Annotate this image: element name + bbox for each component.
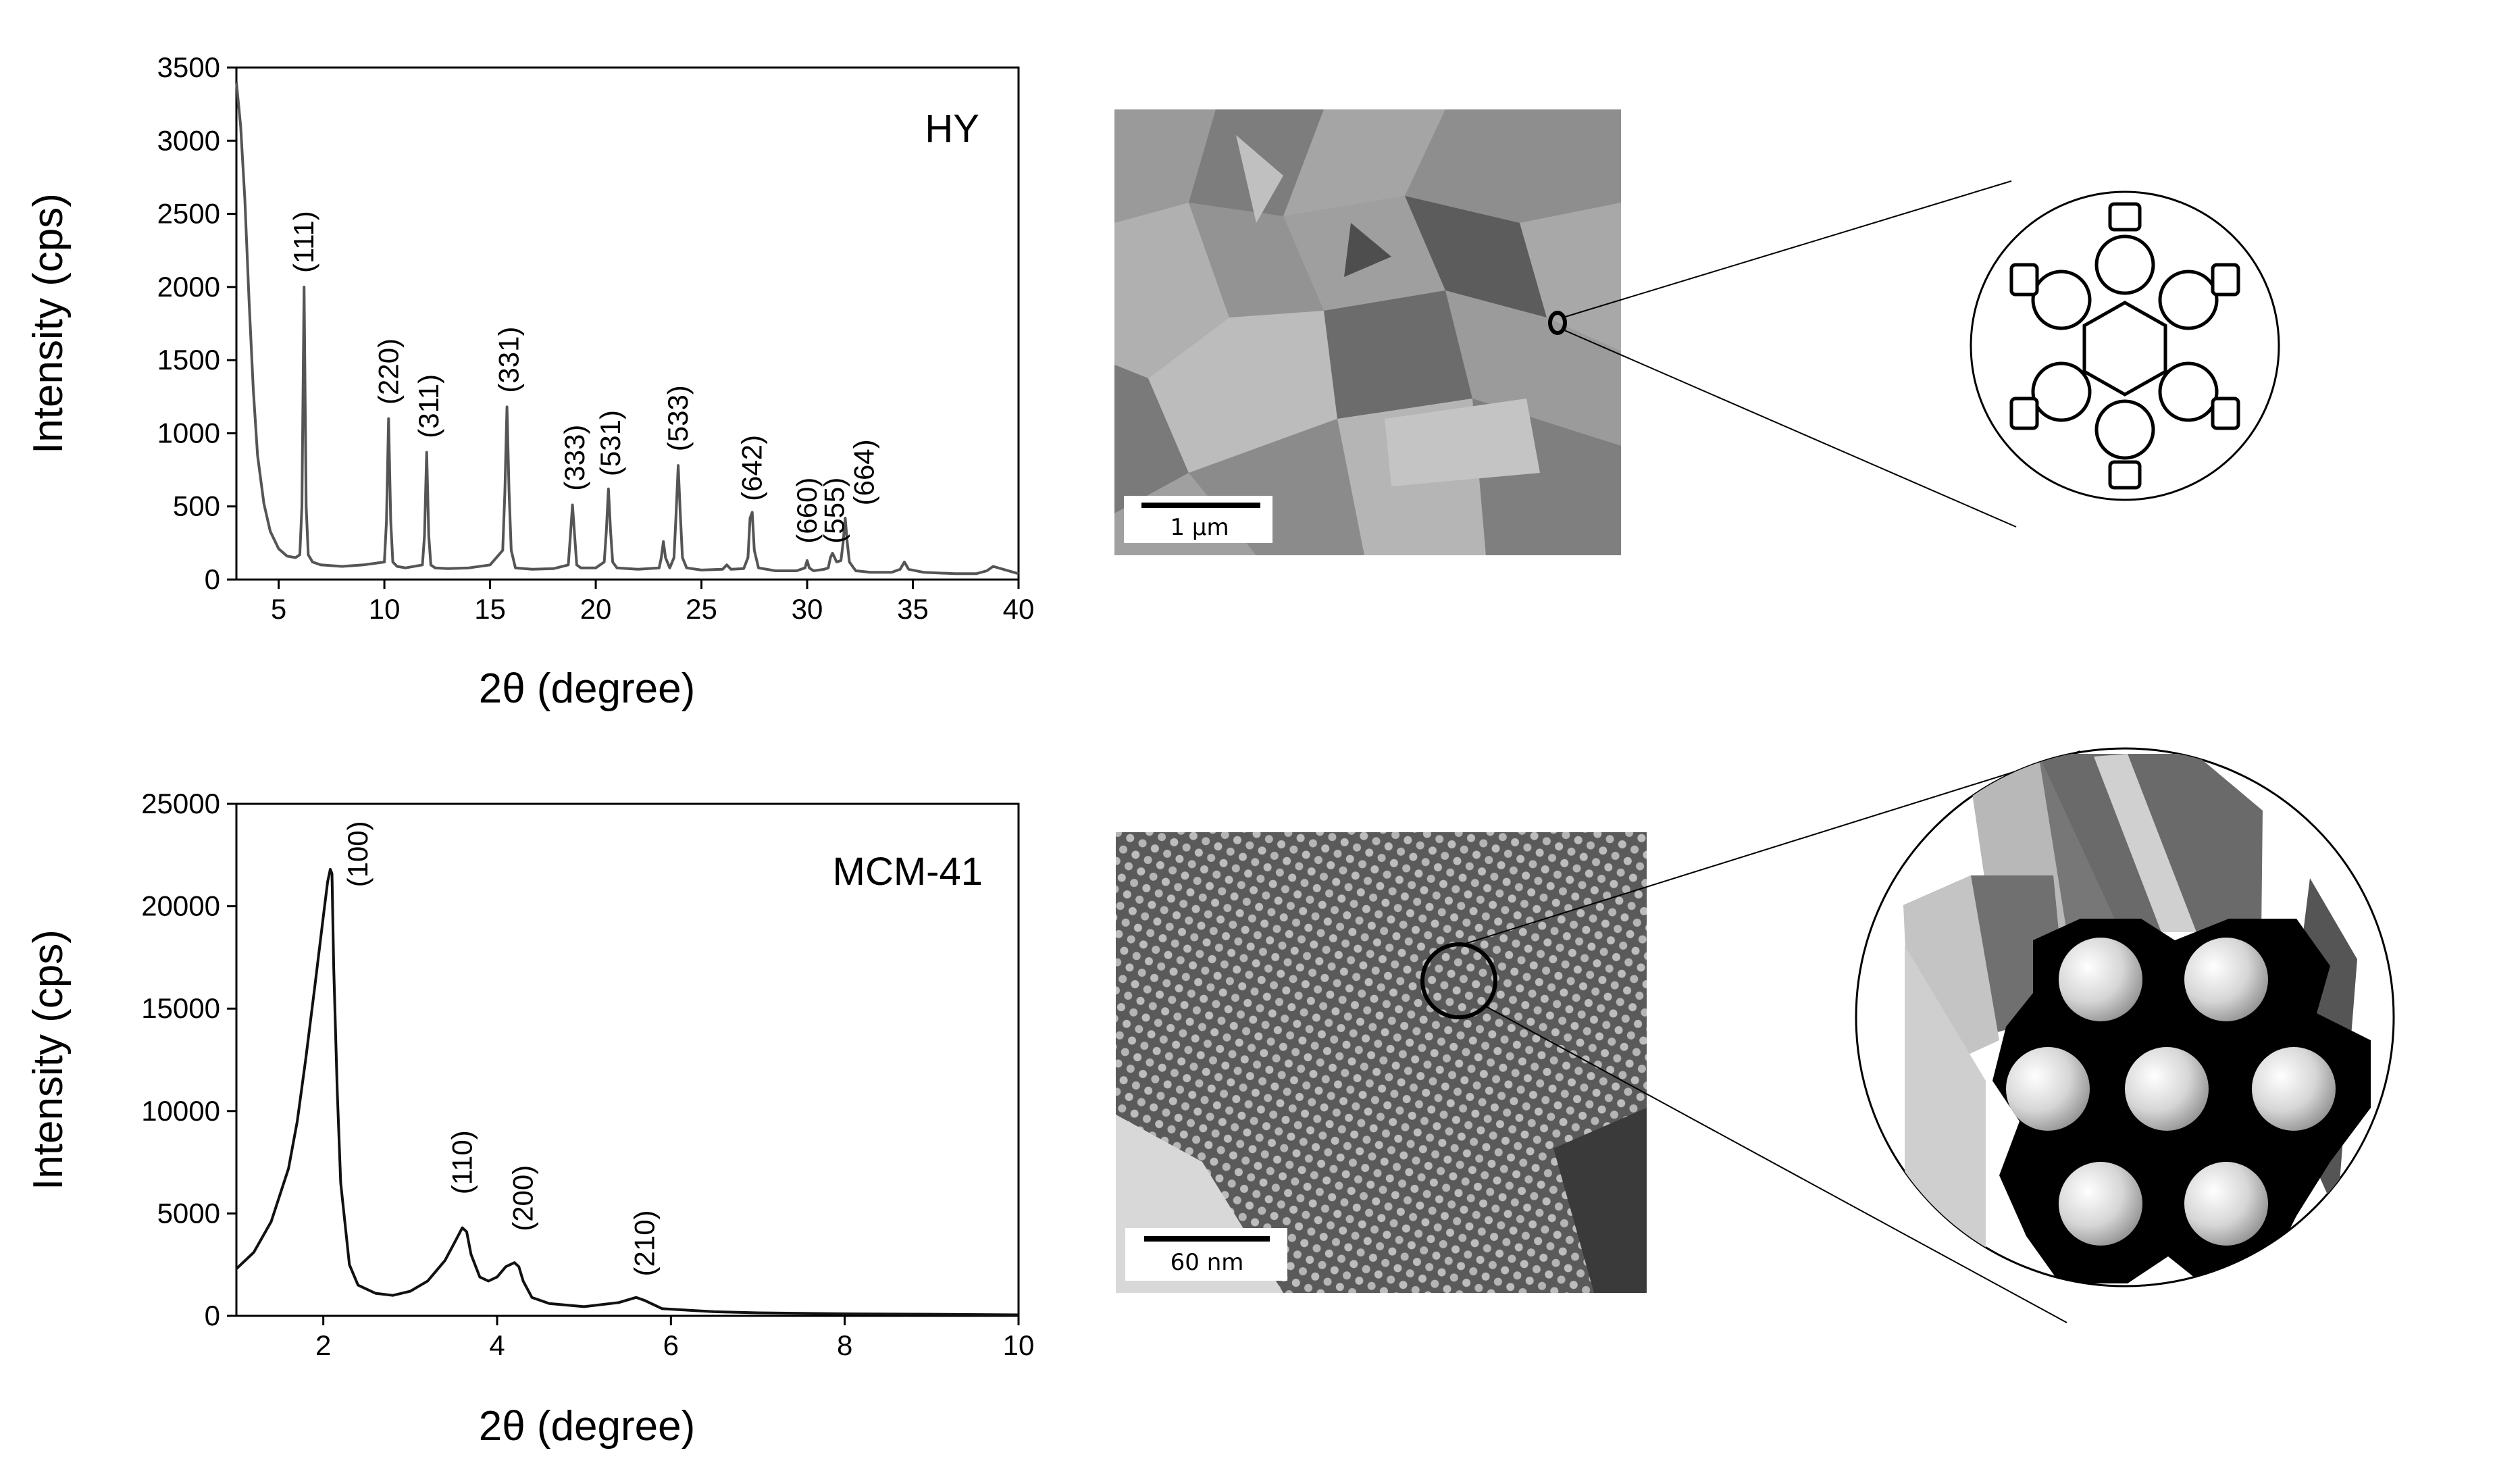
peak-label: (331) bbox=[493, 327, 525, 393]
y-tick-label: 2000 bbox=[157, 271, 220, 303]
y-tick-label: 1500 bbox=[157, 344, 220, 376]
x-tick-label: 5 bbox=[271, 593, 286, 625]
x-tick-label: 15 bbox=[474, 593, 506, 625]
y-tick-label: 2500 bbox=[157, 198, 220, 230]
y-tick-label: 0 bbox=[205, 1300, 220, 1331]
peak-label: (311) bbox=[413, 374, 444, 438]
hexagonal-pore-schematic-icon bbox=[1903, 754, 2371, 1283]
peak-label: (333) bbox=[559, 425, 590, 491]
peak-label: (100) bbox=[342, 821, 374, 887]
peak-label: (531) bbox=[594, 410, 626, 476]
tem-scale-bar bbox=[1144, 1236, 1270, 1242]
plot-frame bbox=[235, 66, 1020, 581]
sem-scale-bar bbox=[1141, 503, 1260, 508]
sem-crystal-facets bbox=[1114, 109, 1621, 555]
plot-frame bbox=[235, 802, 1020, 1317]
panel-label: MCM-41 bbox=[833, 850, 983, 894]
x-axis-label: 2θ (degree) bbox=[479, 1403, 696, 1450]
peak-label: (110) bbox=[446, 1130, 478, 1194]
x-tick-label: 6 bbox=[663, 1329, 679, 1361]
y-tick-label: 1000 bbox=[157, 417, 220, 449]
peak-label: (555) bbox=[819, 478, 850, 544]
y-tick-label: 5000 bbox=[157, 1197, 220, 1229]
x-tick-label: 10 bbox=[369, 593, 401, 625]
hy-xrd-chart: 5 10 15 20 25 30 35 40 0 500 1000 1500 2000 2500 3000 3… bbox=[25, 51, 1034, 712]
series-line bbox=[235, 82, 1019, 576]
hy-zoom-callout bbox=[1548, 180, 2280, 528]
x-tick-label: 20 bbox=[580, 593, 612, 625]
y-tick-label: 15000 bbox=[141, 992, 220, 1024]
mcm41-xrd-chart: 2 4 6 8 10 0 5000 10000 15000 20000 25000 2θ (degre… bbox=[25, 788, 1034, 1450]
x-tick-label: 40 bbox=[1003, 593, 1035, 625]
tem-micrograph: 60 nm bbox=[1116, 832, 1647, 1293]
y-tick-label: 20000 bbox=[141, 890, 220, 922]
series-line bbox=[235, 868, 1019, 1317]
x-axis-label: 2θ (degree) bbox=[479, 665, 696, 712]
sem-scale-label: 1 µm bbox=[1170, 514, 1229, 541]
peak-label: (533) bbox=[662, 385, 694, 451]
x-tick-label: 35 bbox=[897, 593, 929, 625]
tem-scale-label: 60 nm bbox=[1171, 1249, 1244, 1276]
y-tick-label: 500 bbox=[173, 490, 220, 522]
x-tick-label: 8 bbox=[837, 1329, 852, 1361]
x-tick-label: 30 bbox=[792, 593, 823, 625]
x-tick-label: 10 bbox=[1003, 1329, 1035, 1361]
y-tick-label: 3000 bbox=[157, 124, 220, 156]
peak-label: (642) bbox=[736, 435, 768, 501]
y-axis-label: Intensity (cps) bbox=[25, 193, 72, 454]
peak-label: (660) bbox=[791, 478, 823, 544]
y-tick-label: 3500 bbox=[157, 51, 220, 83]
x-tick-label: 2 bbox=[315, 1329, 331, 1361]
y-tick-label: 0 bbox=[205, 563, 220, 595]
peak-label: (220) bbox=[372, 338, 404, 405]
panel-label: HY bbox=[925, 107, 979, 151]
peak-label: (200) bbox=[507, 1165, 539, 1231]
peak-label: (664) bbox=[848, 439, 880, 505]
y-axis-label: Intensity (cps) bbox=[25, 929, 72, 1190]
mcm41-zoom-callout bbox=[1420, 747, 2395, 1323]
faujasite-cage-schematic-icon bbox=[2009, 202, 2240, 490]
y-tick-label: 25000 bbox=[141, 788, 220, 819]
faujasite-cage-circle bbox=[1970, 190, 2280, 501]
peak-label: (111) bbox=[288, 211, 319, 273]
y-tick-label: 10000 bbox=[141, 1095, 220, 1127]
x-tick-label: 4 bbox=[489, 1329, 505, 1361]
peak-label: (210) bbox=[629, 1210, 661, 1276]
sem-micrograph: 1 µm bbox=[1114, 109, 1621, 555]
x-tick-label: 25 bbox=[686, 593, 717, 625]
